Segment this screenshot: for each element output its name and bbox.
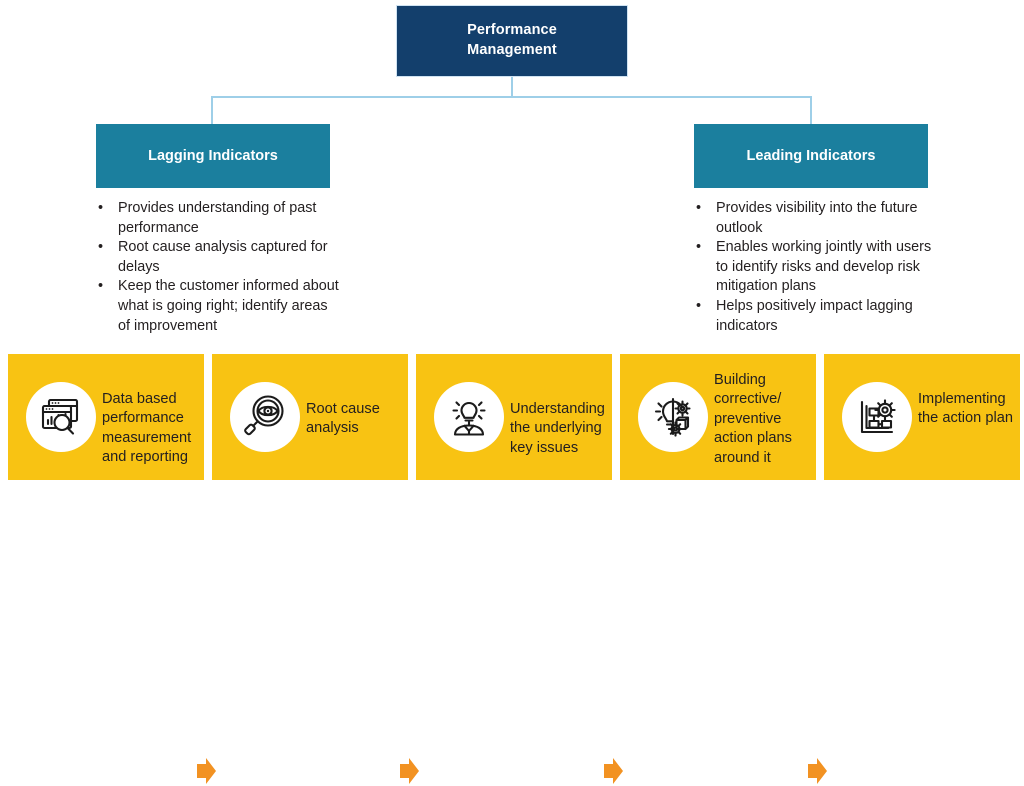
list-item-text: Enables working jointly with users to id… — [716, 239, 932, 295]
connector-vertical-lagging — [211, 96, 213, 124]
bullet-dot-icon: • — [98, 278, 104, 295]
category-box-leading: Leading Indicators — [694, 124, 928, 188]
category-label-leading: Leading Indicators — [746, 148, 876, 164]
bullet-list-lagging: • Provides understanding of past performa… — [90, 199, 340, 336]
process-arrow-4 — [806, 756, 828, 786]
category-label-lagging: Lagging Indicators — [148, 148, 278, 164]
lightbulb-gears-icon — [638, 382, 708, 452]
list-item-text: Keep the customer informed about what is… — [118, 278, 339, 334]
list-item-text: Provides visibility into the future outl… — [716, 200, 918, 236]
process-arrow-1 — [195, 756, 217, 786]
process-step-5-label: Implementing the action plan — [918, 391, 1013, 427]
bullet-dot-icon: • — [98, 200, 104, 216]
process-step-2[interactable]: Root cause analysis — [212, 354, 408, 480]
process-step-2-label: Root cause analysis — [306, 401, 380, 437]
list-item-text: Root cause analysis captured for delays — [118, 239, 328, 275]
bullet-dot-icon: • — [696, 239, 702, 256]
root-node-label-line1: Performance — [467, 22, 557, 39]
list-item: • Helps positively impact lagging indicat… — [688, 297, 938, 336]
process-step-4[interactable]: Building corrective/ preventive action p… — [620, 354, 816, 480]
diagram-canvas: Performance Management Lagging Indicator… — [0, 5, 1024, 784]
data-analytics-icon — [26, 382, 96, 452]
magnifier-eye-icon — [230, 382, 300, 452]
list-item: • Enables working jointly with users to i… — [688, 238, 938, 297]
bullet-dot-icon: • — [98, 239, 104, 256]
process-step-3-label: Understanding the underlying key issues — [510, 401, 605, 456]
process-step-1[interactable]: Data based performance measurement and r… — [8, 354, 204, 480]
process-step-4-label: Building corrective/ preventive action p… — [714, 372, 792, 466]
bullet-dot-icon: • — [696, 200, 702, 216]
connector-vertical-leading — [810, 96, 812, 124]
process-step-5[interactable]: Implementing the action plan — [824, 354, 1020, 480]
process-strip: Data based performance measurement and r… — [0, 354, 1024, 784]
root-node-label-line2: Management — [467, 42, 557, 58]
root-node-performance-management: Performance Management — [396, 5, 628, 77]
list-item: • Provides visibility into the future out… — [688, 199, 938, 238]
connector-vertical-root — [511, 77, 513, 97]
process-arrow-2 — [398, 756, 420, 786]
lightbulb-person-icon — [434, 382, 504, 452]
list-item-text: Helps positively impact lagging indicato… — [716, 297, 913, 334]
list-item: • Provides understanding of past performa… — [90, 199, 340, 238]
bullet-list-leading: • Provides visibility into the future out… — [688, 199, 938, 336]
process-step-3[interactable]: Understanding the underlying key issues — [416, 354, 612, 480]
bullet-dot-icon: • — [696, 297, 702, 314]
list-item-text: Provides understanding of past performan… — [118, 200, 317, 236]
flowchart-gear-icon — [842, 382, 912, 452]
root-node-label: Performance Management — [467, 21, 557, 60]
process-step-1-label: Data based performance measurement and r… — [102, 391, 192, 466]
connector-horizontal — [211, 96, 812, 98]
list-item: • Keep the customer informed about what i… — [90, 277, 340, 336]
process-arrow-3 — [602, 756, 624, 786]
list-item: • Root cause analysis captured for delays — [90, 238, 340, 277]
category-box-lagging: Lagging Indicators — [96, 124, 330, 188]
